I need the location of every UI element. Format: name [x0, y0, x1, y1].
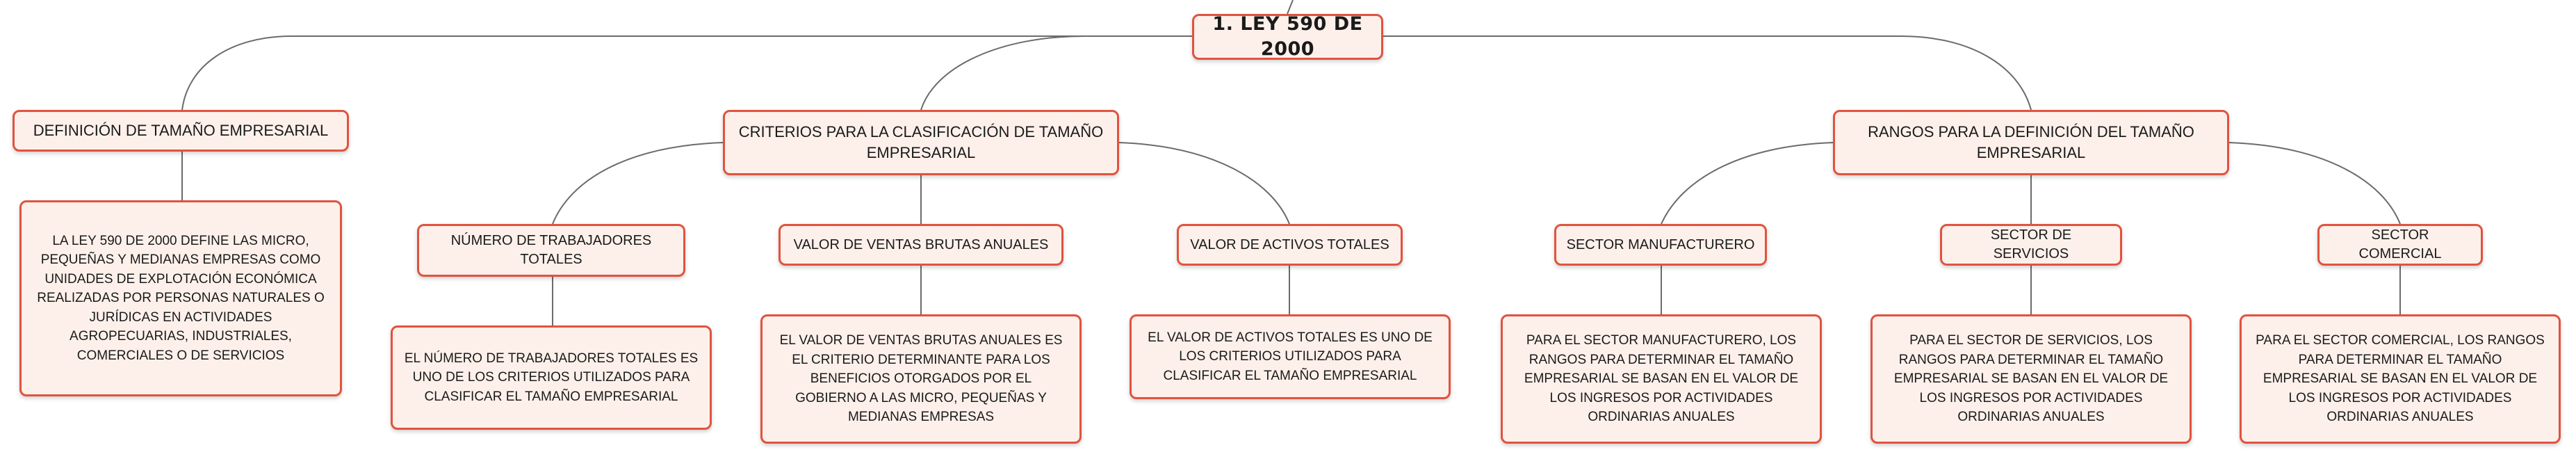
ventas-node[interactable]: VALOR DE VENTAS BRUTAS ANUALES — [778, 224, 1063, 266]
servicios-desc-text: PARA EL SECTOR DE SERVICIOS, LOS RANGOS … — [1893, 333, 2169, 425]
trabajadores-desc-node[interactable]: EL NÚMERO DE TRABAJADORES TOTALES ES UNO… — [391, 325, 712, 430]
definicion-node[interactable]: DEFINICIÓN DE TAMAÑO EMPRESARIAL — [13, 110, 349, 152]
activos-desc-node[interactable]: EL VALOR DE ACTIVOS TOTALES ES UNO DE LO… — [1130, 314, 1451, 399]
comercial-desc-text: PARA EL SECTOR COMERCIAL, LOS RANGOS PAR… — [2256, 333, 2545, 425]
trabajadores-label: NÚMERO DE TRABAJADORES TOTALES — [450, 233, 652, 267]
manufacturero-desc-node[interactable]: PARA EL SECTOR MANUFACTURERO, LOS RANGOS… — [1501, 314, 1822, 444]
activos-desc-text: EL VALOR DE ACTIVOS TOTALES ES UNO DE LO… — [1148, 330, 1433, 383]
ventas-label: VALOR DE VENTAS BRUTAS ANUALES — [793, 236, 1049, 252]
activos-node[interactable]: VALOR DE ACTIVOS TOTALES — [1177, 224, 1403, 266]
connector-criterios-activos — [1118, 142, 1290, 225]
ventas-desc-text: EL VALOR DE VENTAS BRUTAS ANUALES ES EL … — [779, 333, 1063, 425]
activos-label: VALOR DE ACTIVOS TOTALES — [1190, 236, 1389, 252]
comercial-desc-node[interactable]: PARA EL SECTOR COMERCIAL, LOS RANGOS PAR… — [2240, 314, 2561, 444]
connector-root-criterios — [920, 35, 1192, 111]
criterios-node[interactable]: CRITERIOS PARA LA CLASIFICACIÓN DE TAMAÑ… — [723, 110, 1119, 175]
manufacturero-desc-text: PARA EL SECTOR MANUFACTURERO, LOS RANGOS… — [1524, 333, 1799, 425]
manufacturero-node[interactable]: SECTOR MANUFACTURERO — [1554, 224, 1767, 266]
comercial-label: SECTOR COMERCIAL — [2358, 227, 2442, 261]
definicion-desc-node[interactable]: LA LEY 590 DE 2000 DEFINE LAS MICRO, PEQ… — [19, 200, 342, 396]
connector-root-top — [1287, 0, 1294, 15]
manufacturero-label: SECTOR MANUFACTURERO — [1566, 236, 1755, 252]
criterios-label: CRITERIOS PARA LA CLASIFICACIÓN DE TAMAÑ… — [738, 123, 1104, 161]
root-node[interactable]: 1. LEY 590 DE 2000 — [1192, 13, 1383, 60]
servicios-label: SECTOR DE SERVICIOS — [1990, 227, 2072, 261]
comercial-node[interactable]: SECTOR COMERCIAL — [2317, 224, 2483, 266]
connector-root-rangos — [1383, 35, 2032, 111]
root-label: 1. LEY 590 DE 2000 — [1212, 13, 1363, 60]
connector-rangos-comercial — [2228, 142, 2401, 225]
definicion-desc-text: LA LEY 590 DE 2000 DEFINE LAS MICRO, PEQ… — [37, 233, 325, 363]
servicios-desc-node[interactable]: PARA EL SECTOR DE SERVICIOS, LOS RANGOS … — [1870, 314, 2192, 444]
servicios-node[interactable]: SECTOR DE SERVICIOS — [1940, 224, 2122, 266]
definicion-label: DEFINICIÓN DE TAMAÑO EMPRESARIAL — [33, 122, 329, 140]
rangos-label: RANGOS PARA LA DEFINICIÓN DEL TAMAÑO EMP… — [1868, 123, 2194, 161]
trabajadores-node[interactable]: NÚMERO DE TRABAJADORES TOTALES — [417, 224, 685, 277]
connector-root-definicion — [181, 35, 1192, 111]
rangos-node[interactable]: RANGOS PARA LA DEFINICIÓN DEL TAMAÑO EMP… — [1833, 110, 2229, 175]
trabajadores-desc-text: EL NÚMERO DE TRABAJADORES TOTALES ES UNO… — [404, 351, 699, 404]
connector-rangos-manufacturero — [1661, 142, 1834, 225]
ventas-desc-node[interactable]: EL VALOR DE VENTAS BRUTAS ANUALES ES EL … — [760, 314, 1082, 444]
connector-criterios-trabajadores — [552, 142, 724, 225]
